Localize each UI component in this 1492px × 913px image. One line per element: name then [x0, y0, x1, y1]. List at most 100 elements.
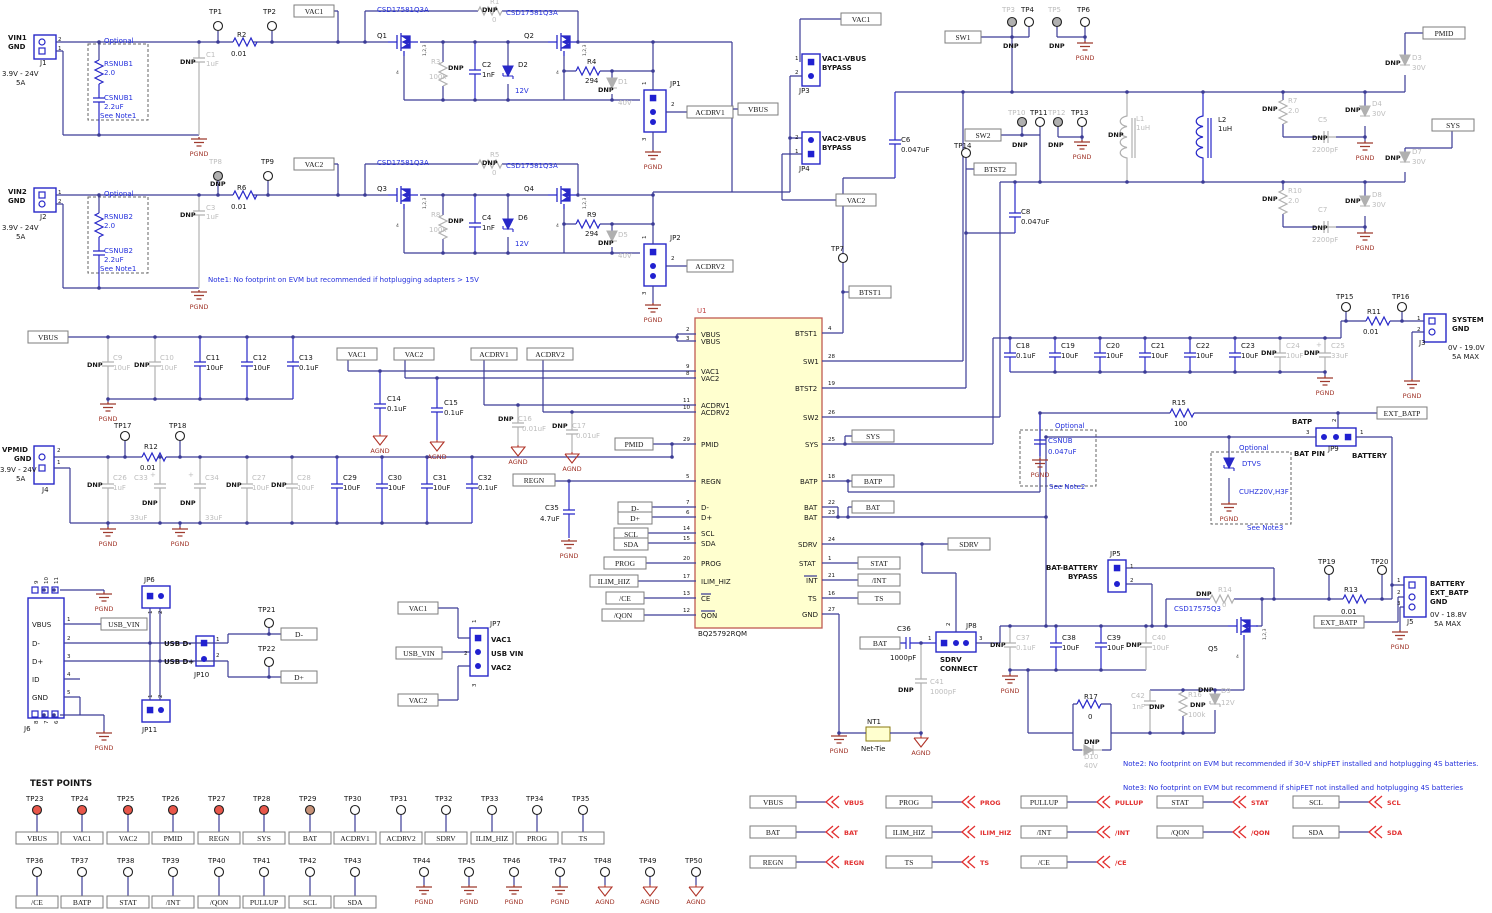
schematic-text: DNP	[1012, 141, 1028, 149]
diode	[1209, 693, 1221, 707]
schematic-text: 40V	[618, 99, 632, 107]
testpoint-net-label-text: /INT	[166, 898, 181, 907]
schematic-text: DNP	[898, 686, 914, 694]
net-label-text: VAC1	[305, 7, 324, 16]
testpoint-net-label-text: REGN	[209, 834, 230, 843]
net-label	[605, 591, 645, 605]
net-label-text: D+	[294, 673, 304, 682]
net-label	[851, 474, 895, 488]
net-label	[603, 556, 647, 570]
schematic-text: 0.01	[1363, 328, 1379, 336]
schematic-text: 1	[58, 46, 62, 52]
schematic-text: D5	[618, 231, 628, 239]
schematic-text: TP30	[343, 795, 361, 803]
schematic-text: 1	[642, 82, 648, 86]
jumper-pin-circle	[953, 640, 959, 646]
schematic-text: 4	[556, 70, 559, 76]
ground-label: PGND	[1001, 687, 1020, 695]
schematic-text: TP19	[1317, 558, 1335, 566]
schematic-text: 2	[158, 695, 164, 699]
ground-label: PGND	[1403, 392, 1422, 400]
schematic-text: TP34	[525, 795, 544, 803]
schematic-text: DNP	[1108, 131, 1124, 139]
schematic-text: QON	[701, 612, 717, 620]
resistor	[93, 59, 105, 85]
net-label-text: TS	[875, 594, 884, 603]
schematic-text: 5A	[16, 233, 25, 241]
pgnd-symbol	[1221, 502, 1237, 512]
schematic-text: Note3: No footprint on EVM but recommend…	[1123, 784, 1463, 792]
net-label-text: D+	[630, 514, 640, 523]
resistor	[141, 451, 167, 463]
capacitor	[566, 412, 578, 452]
capacitor	[1004, 338, 1016, 372]
schematic-text: 3	[642, 137, 648, 141]
schematic-text: 11	[54, 577, 60, 584]
port-label-text: ILIM_HIZ	[893, 828, 926, 837]
schematic-text: C36	[897, 625, 911, 633]
optional-box	[1210, 451, 1292, 525]
schematic-text: 2200pF	[1312, 236, 1338, 244]
schematic-text: 0	[1222, 601, 1226, 609]
schematic-text: C37	[1016, 634, 1030, 642]
capacitor	[889, 92, 901, 178]
schematic-text: TEST POINTS	[30, 779, 92, 789]
schematic-text: 1,2,3	[1262, 628, 1268, 640]
port-label-text: REGN	[763, 858, 784, 867]
schematic-text: 11	[683, 398, 690, 404]
schematic-text: C3	[206, 204, 215, 212]
net-label	[1422, 26, 1466, 40]
schematic-text: 1	[1397, 578, 1401, 584]
schematic-text: TP47	[548, 857, 566, 865]
schematic-text: DNP	[1385, 154, 1401, 162]
diode	[1359, 195, 1371, 208]
schematic-text: C26	[113, 474, 127, 482]
schematic-text: DNP	[1345, 106, 1361, 114]
schematic-text: JP9	[1327, 445, 1339, 453]
pgnd-symbol	[461, 885, 477, 895]
schematic-text: 1	[216, 637, 220, 643]
schematic-text: GND	[802, 611, 818, 619]
testpoint-net-label	[379, 831, 423, 845]
connector-pin-square	[1428, 317, 1436, 325]
schematic-text: BTST1	[795, 330, 817, 338]
resistor	[1365, 315, 1391, 327]
schematic-text: BATP	[1292, 418, 1312, 426]
schematic-text: CSNUB2	[104, 247, 133, 255]
schematic-text: SCL	[701, 530, 714, 538]
schematic-text: DNP	[482, 159, 498, 167]
net-label-text: BAT	[866, 503, 881, 512]
schematic-text: VAC2	[491, 664, 511, 672]
test-point	[76, 804, 88, 816]
ground-label: AGND	[595, 898, 614, 906]
net-label-text: VAC1	[348, 350, 367, 359]
net-label-text: USB_VIN	[108, 620, 140, 629]
capacitor	[287, 337, 299, 399]
schematic-text: STAT	[799, 560, 816, 568]
optional-box	[87, 43, 149, 121]
schematic-text: C18	[1016, 342, 1030, 350]
connector-pin-square	[1408, 581, 1416, 589]
schematic-text: GND	[1430, 598, 1448, 606]
connector-body	[33, 445, 55, 485]
pgnd-symbol	[645, 150, 661, 160]
schematic-text: 2	[795, 135, 799, 141]
net-label	[512, 473, 556, 487]
schematic-text: DTVS	[1242, 460, 1261, 468]
agnd-symbol	[688, 885, 705, 897]
schematic-text: 2.0	[104, 69, 115, 77]
net-label-text: D-	[631, 504, 639, 513]
schematic-text: +	[150, 471, 156, 479]
capacitor	[1050, 626, 1062, 670]
capacitor	[512, 405, 524, 445]
schematic-text: GND	[14, 455, 32, 463]
ground-label: AGND	[508, 458, 527, 466]
schematic-text: 1,2,3	[582, 44, 588, 56]
diode	[1399, 54, 1411, 67]
testpoint-net-label	[561, 831, 605, 845]
schematic-text: TP28	[252, 795, 270, 803]
capacitor	[1274, 338, 1286, 372]
chevron-icon	[825, 795, 840, 809]
